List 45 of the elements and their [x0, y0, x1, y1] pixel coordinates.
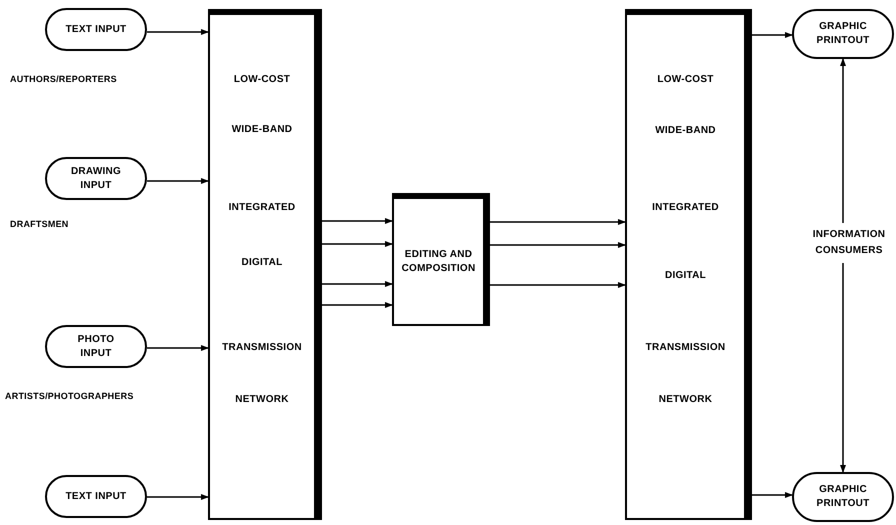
- process-box: [392, 193, 490, 326]
- box-text: INTEGRATED: [228, 201, 296, 215]
- box-text: DIGITAL: [240, 256, 284, 270]
- role-label: DRAFTSMEN: [10, 218, 69, 231]
- node-text: GRAPHIC PRINTOUT: [816, 483, 870, 511]
- terminal-pill: [45, 325, 147, 368]
- node-text: TEXT INPUT: [64, 490, 128, 504]
- node-text: DRAWING INPUT: [70, 164, 122, 192]
- box-text: WIDE-BAND: [230, 123, 294, 137]
- node-text: EDITING AND COMPOSITION: [400, 248, 476, 276]
- arrow: [490, 219, 626, 225]
- node-text: GRAPHIC PRINTOUT: [816, 20, 870, 48]
- terminal-pill: [45, 475, 147, 518]
- terminal-pill: [45, 157, 147, 200]
- role-label: ARTISTS/PHOTOGRAPHERS: [5, 390, 134, 403]
- network-box: [208, 9, 322, 520]
- arrow: [752, 32, 793, 38]
- box-text: TRANSMISSION: [644, 341, 726, 355]
- arrow: [322, 218, 393, 224]
- box-text: NETWORK: [658, 393, 714, 407]
- box-text: WIDE-BAND: [654, 124, 717, 138]
- arrow: [490, 242, 626, 248]
- terminal-pill: [792, 472, 894, 522]
- arrow: [752, 492, 793, 498]
- terminal-pill: [45, 8, 147, 51]
- node-text: TEXT INPUT: [64, 22, 128, 36]
- box-text: LOW-COST: [656, 73, 715, 87]
- node-text: PHOTO INPUT: [76, 332, 116, 360]
- arrow: [147, 494, 209, 500]
- terminal-pill: [792, 9, 894, 59]
- arrow: [147, 178, 209, 184]
- network-box: [625, 9, 752, 520]
- arrow: [322, 281, 393, 287]
- arrow: [322, 241, 393, 247]
- box-text: INTEGRATED: [651, 201, 720, 215]
- arrow: [147, 345, 209, 351]
- box-text: TRANSMISSION: [221, 341, 303, 355]
- arrow: [322, 302, 393, 308]
- box-text: DIGITAL: [664, 269, 707, 283]
- arrow: [147, 29, 209, 35]
- role-label: AUTHORS/REPORTERS: [10, 73, 117, 86]
- arrow: [490, 282, 626, 288]
- box-text: NETWORK: [234, 393, 290, 407]
- arrow: [840, 58, 846, 473]
- box-text: LOW-COST: [232, 73, 292, 87]
